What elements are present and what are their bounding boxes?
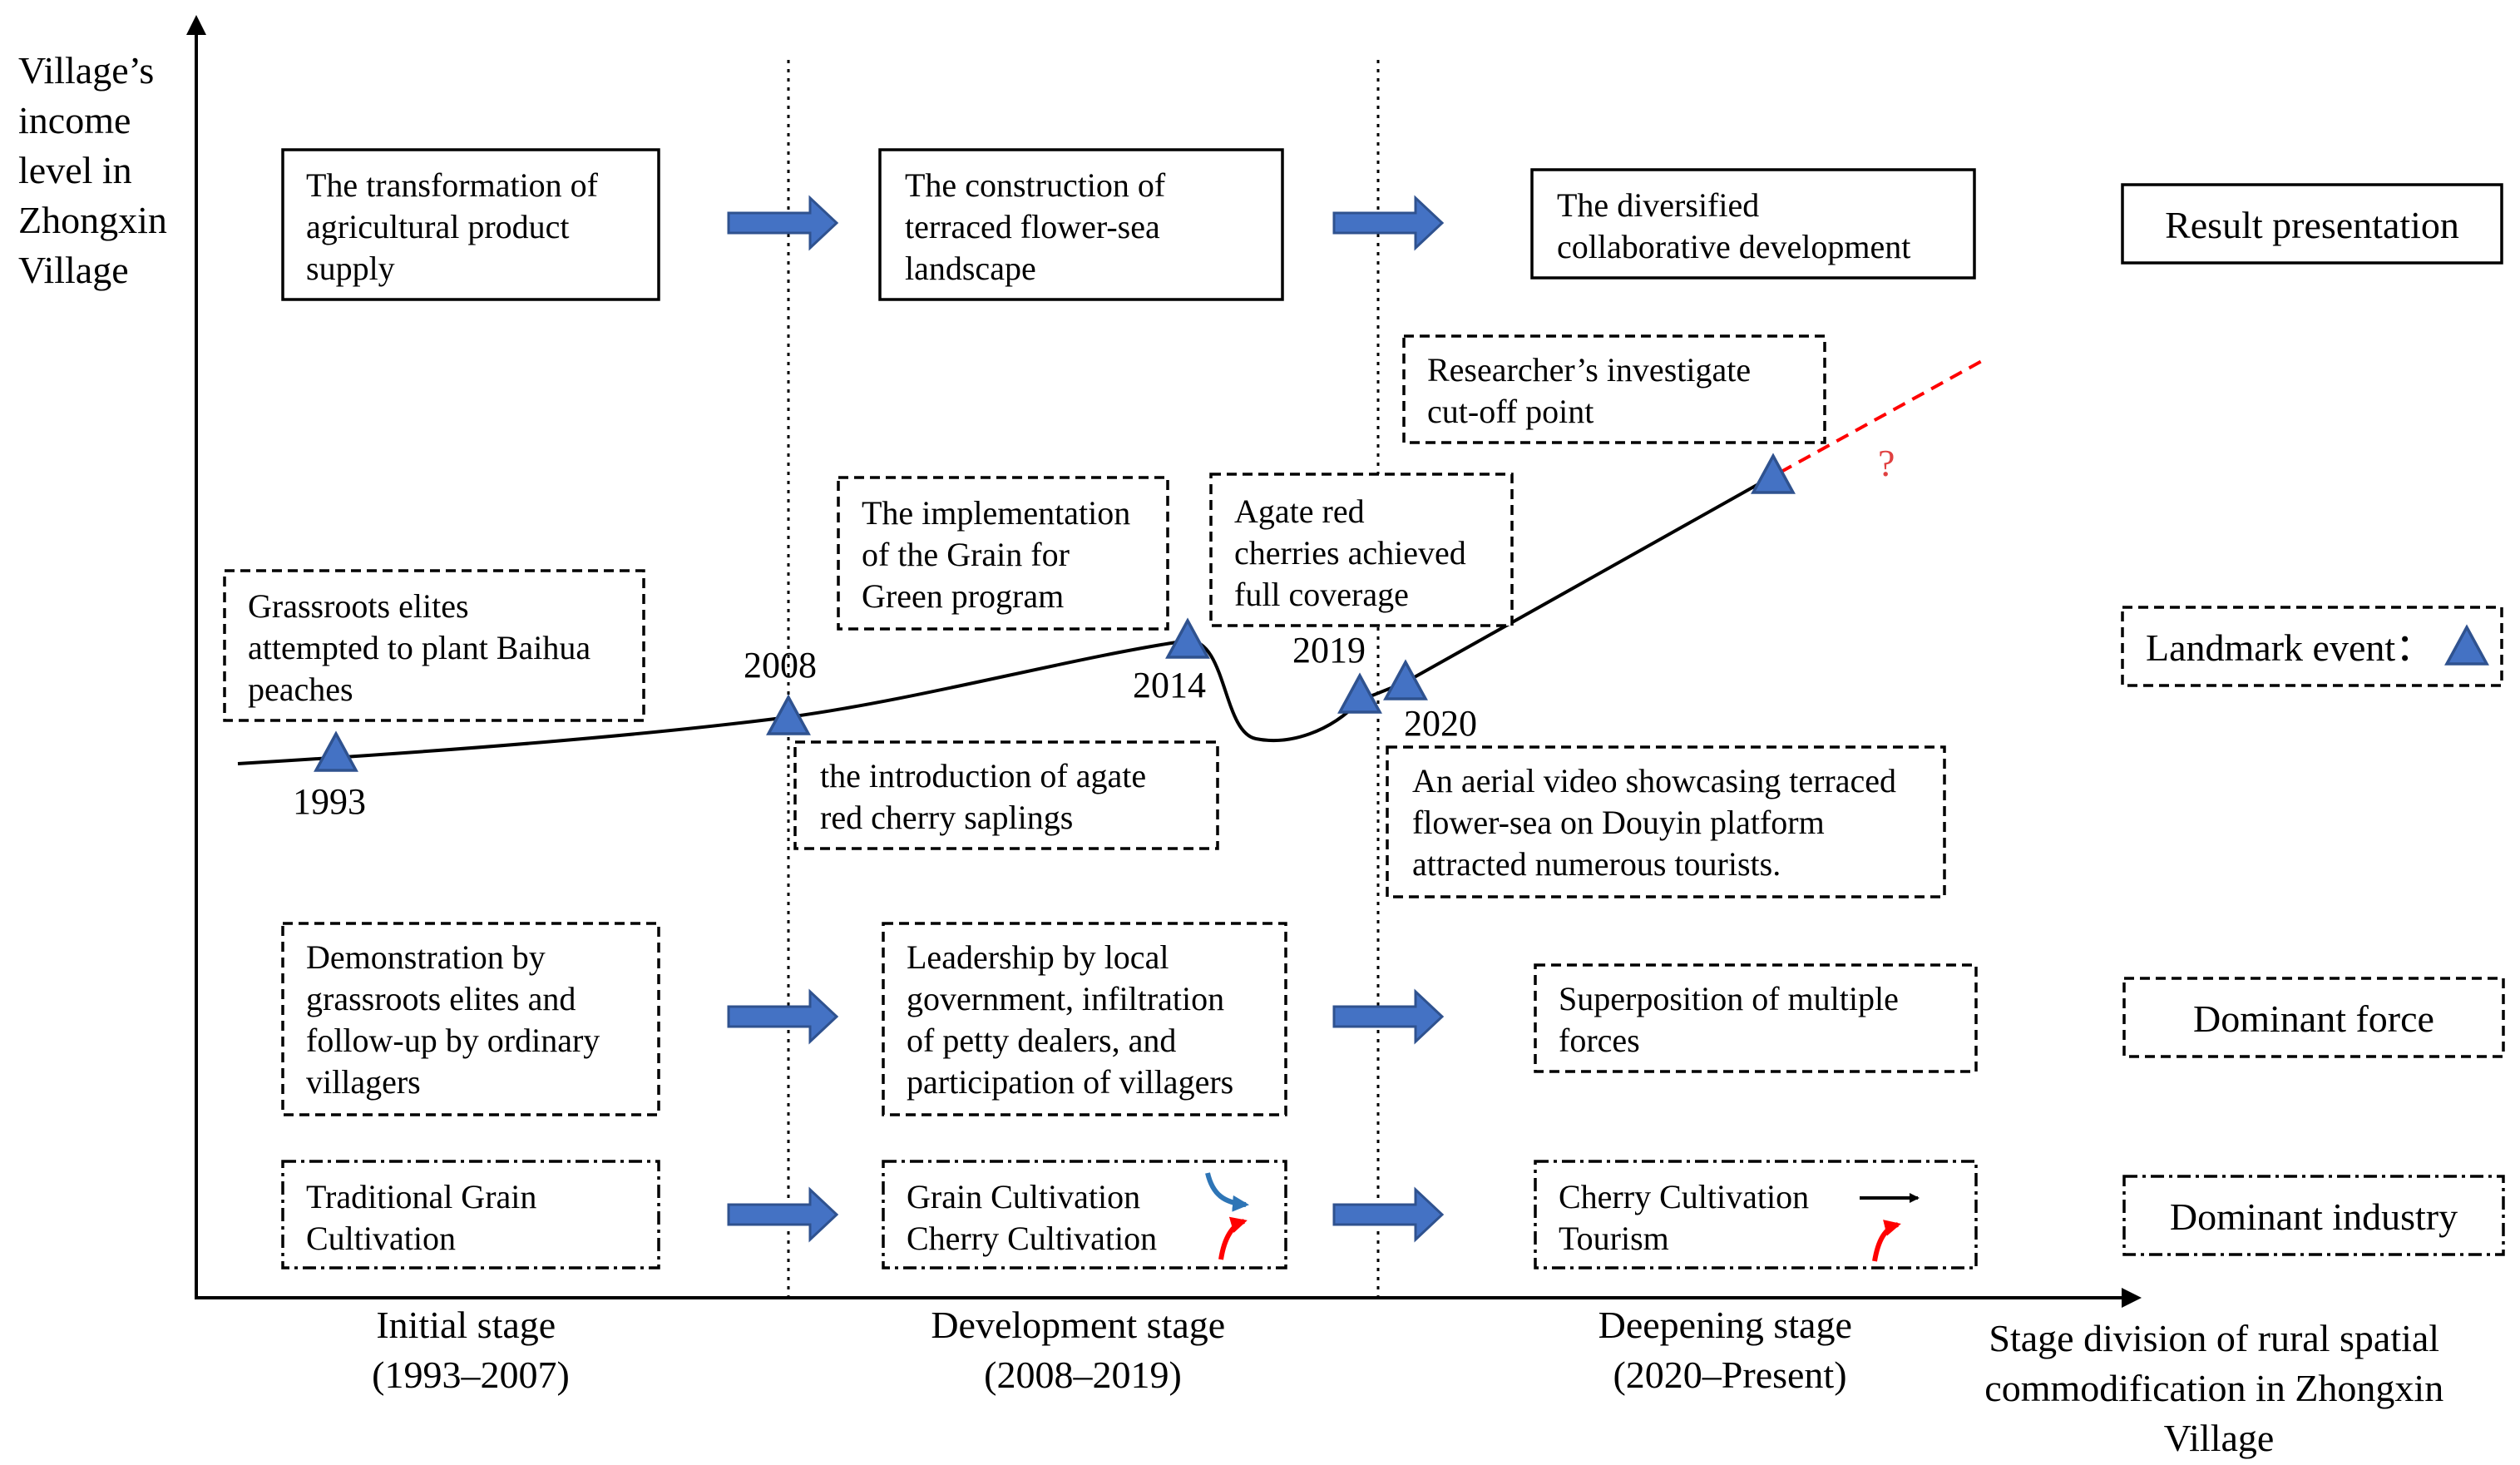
result-box-development: The construction of terraced flower-sea … [878,148,1284,301]
svg-text:Dominant force: Dominant force [2193,997,2434,1040]
forecast-question-mark: ? [1878,442,1895,484]
landmark-triangle-1993 [314,730,358,772]
landmark-triangle-2008 [766,694,811,735]
legend-dominant-industry: Dominant industry [2122,1175,2505,1256]
svg-text:The diversified collabor: The diversified collaborative developmen… [1557,186,1910,265]
legend-landmark-event: Landmark event： [2121,606,2503,687]
svg-text:Result presentation: Result presentation [2165,204,2459,246]
svg-text:Agate red cherries achie: Agate red cherries achieved full coverag… [1234,492,1475,613]
year-label-2014: 2014 [1133,665,1206,705]
x-axis-label: Stage division of rural spatial commodif… [1984,1317,2453,1459]
svg-text:Superposition of multiple: Superposition of multiple forces [1559,980,1907,1059]
result-box-initial: The transformation of agricultural produ… [281,148,660,301]
force-box-initial: Demonstration by grassroots elites and f… [281,922,660,1116]
event-box-2020: An aerial video showcasing terraced flow… [1386,745,1946,898]
svg-text:The transformation of ag: The transformation of agricultural produ… [306,166,606,287]
landmark-legend-triangle [2444,624,2489,666]
svg-text:the introduction of agate: the introduction of agate red cherry sap… [820,757,1154,836]
y-axis-label: Village’s income level in Zhongxin Villa… [18,49,176,291]
svg-text:Leadership by local gove: Leadership by local government, infiltra… [907,938,1233,1101]
svg-text:Researcher’s investigate: Researcher’s investigate cut-off point [1427,351,1759,430]
svg-text:Traditional Grain Cultiv: Traditional Grain Cultivation [306,1178,545,1257]
svg-text:Grain Cultivation Cherry: Grain Cultivation Cherry Cultivation [907,1178,1157,1257]
year-label-2019: 2019 [1292,630,1366,671]
landmark-triangle-2019 [1337,672,1382,714]
legend-dominant-force: Dominant force [2122,977,2505,1058]
result-box-deepening: The diversified collaborative developmen… [1530,168,1976,280]
block-arrow-force-1 [727,988,839,1045]
transition-curved-arrow-red-2 [1872,1220,1901,1262]
force-box-deepening: Superposition of multiple forces [1534,963,1978,1073]
year-label-2008: 2008 [744,645,817,685]
industry-box-development: Grain Cultivation Cherry Cultivation [882,1160,1287,1270]
svg-text:Landmark event：: Landmark event： [2146,626,2434,669]
block-arrow-force-2 [1332,988,1445,1045]
stage-label-initial: Initial stage (1993–2007) [372,1304,570,1396]
svg-text:Grassroots elites attemp: Grassroots elites attempted to plant Bai… [248,587,599,708]
event-box-2008: the introduction of agate red cherry sap… [793,740,1219,850]
event-box-2014: The implementation of the Grain for Gree… [837,476,1169,631]
x-axis-arrowhead [2122,1288,2142,1308]
industry-box-initial: Traditional Grain Cultivation [281,1160,660,1270]
svg-text:Demonstration by grassro: Demonstration by grassroots elites and f… [306,938,608,1101]
event-box-1993: Grassroots elites attempted to plant Bai… [223,569,645,722]
force-box-development: Leadership by local government, infiltra… [882,922,1287,1116]
svg-text:Cherry Cultivation Touri: Cherry Cultivation Tourism [1559,1178,1817,1257]
landmark-triangle-cutoff [1751,453,1796,494]
year-label-2020: 2020 [1404,703,1477,744]
y-axis-arrowhead [186,15,206,35]
landmark-triangle-2020 [1383,659,1428,700]
income-curve [237,474,1774,765]
event-box-2019: Agate red cherries achieved full coverag… [1209,473,1514,627]
svg-text:The implementation of th: The implementation of the Grain for Gree… [862,494,1139,615]
block-arrow-result-1 [727,195,839,251]
event-box-cutoff: Researcher’s investigate cut-off point [1402,334,1826,444]
block-arrow-industry-2 [1332,1186,1445,1243]
block-arrow-industry-1 [727,1186,839,1243]
block-arrow-result-2 [1332,195,1445,251]
industry-box-deepening: Cherry Cultivation Tourism [1534,1160,1978,1270]
stage-label-deepening: Deepening stage (2020–Present) [1598,1304,1862,1396]
stage-label-development: Development stage (2008–2019) [931,1304,1234,1396]
landmark-triangle-2014 [1165,617,1210,659]
svg-text:The construction of terr: The construction of terraced flower-sea … [905,166,1174,287]
transition-curved-arrow-blue [1205,1172,1249,1212]
forecast-line [1779,356,1989,474]
svg-text:An aerial video showcasing ter: An aerial video showcasing terraced flow… [1412,762,1905,883]
legend-result-presentation: Result presentation [2121,183,2503,265]
svg-text:Dominant industry: Dominant industry [2170,1195,2458,1238]
year-label-1993: 1993 [293,781,366,822]
transition-curved-arrow-red [1218,1216,1248,1260]
